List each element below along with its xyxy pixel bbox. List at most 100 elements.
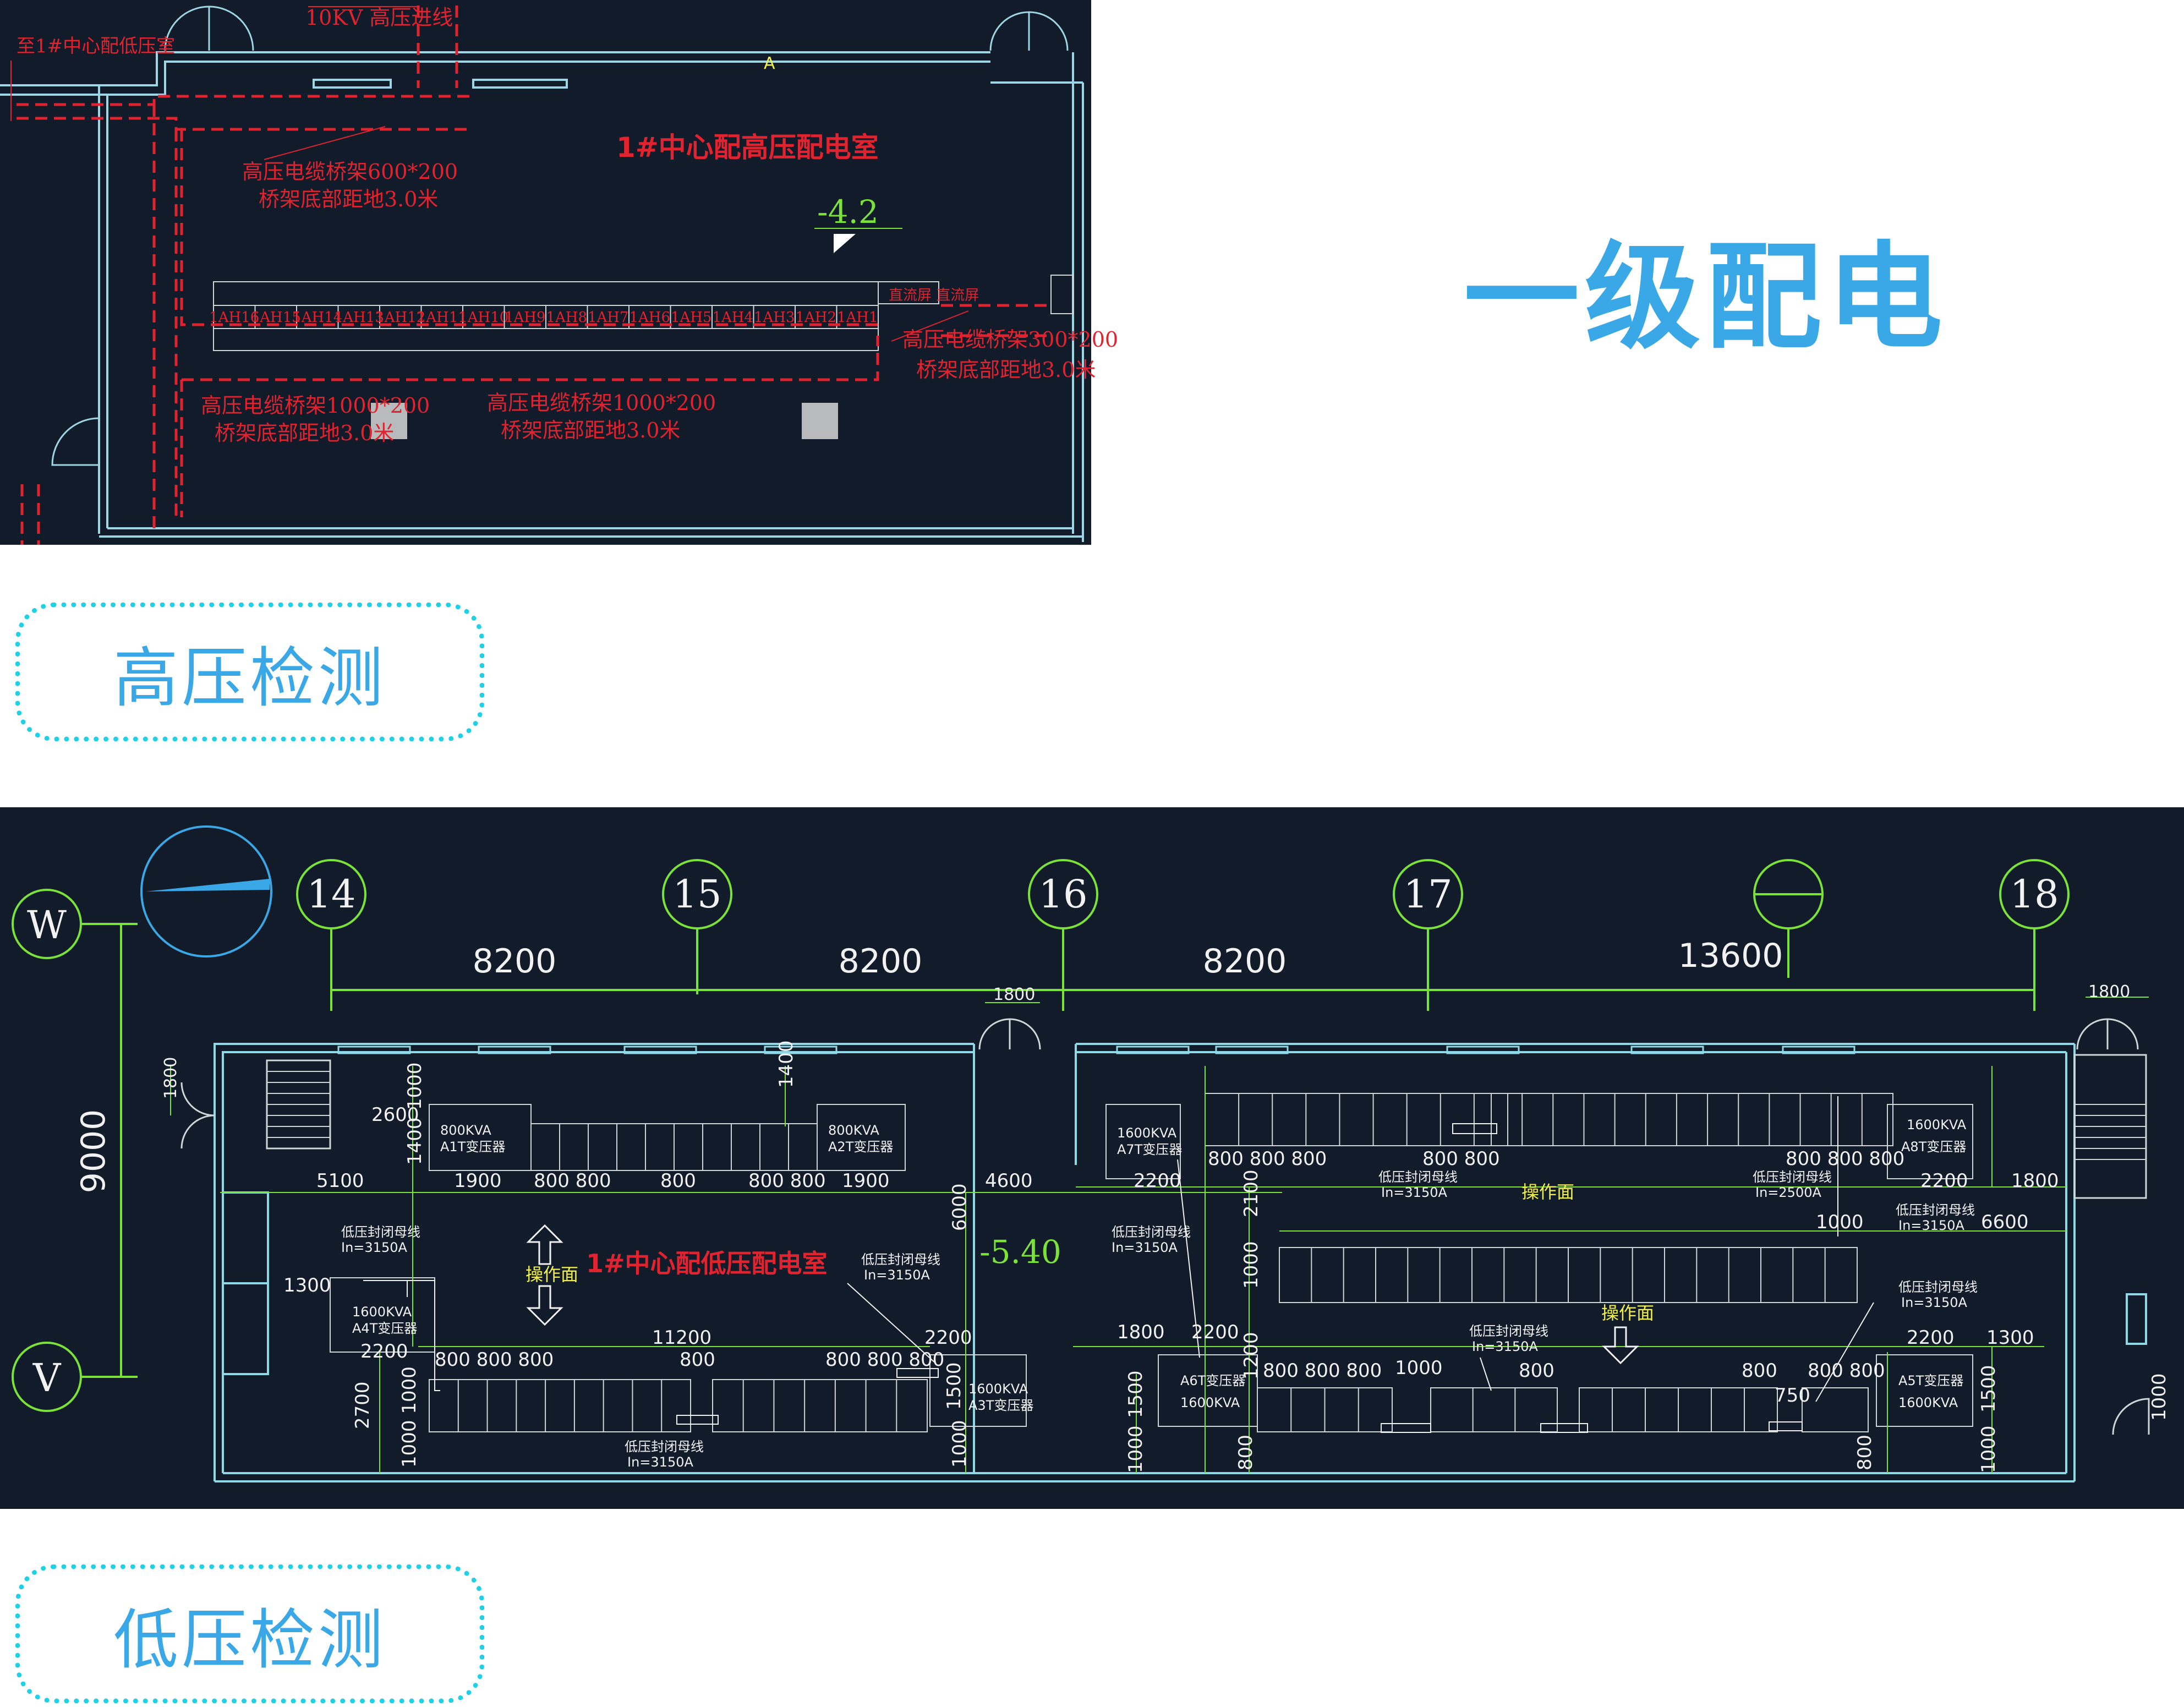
hv-tray4-line2: 桥架底部距地3.0米 bbox=[501, 418, 680, 442]
hv-cabinet-label: 1AH9 bbox=[505, 309, 546, 326]
hv-cabinet-label: 1AH8 bbox=[546, 309, 587, 326]
hv-cabinet-label: 1AH1 bbox=[837, 309, 878, 326]
dim-800-d: 800 bbox=[1742, 1360, 1777, 1382]
bus-b8-line2: In=3150A bbox=[1901, 1295, 1967, 1310]
hv-tray2-line1: 高压电缆桥架300*200 bbox=[902, 327, 1118, 352]
span-16-17: 8200 bbox=[1203, 942, 1287, 981]
dim-1000-g: 1000 bbox=[1978, 1425, 2000, 1473]
operation-arrows bbox=[526, 1224, 1639, 1365]
dim-2200-c: 2200 bbox=[1134, 1170, 1181, 1192]
bus-b6-line1: 低压封闭母线 bbox=[1753, 1169, 1832, 1185]
axis-label-16: 16 bbox=[1038, 872, 1087, 917]
dim-800x2-a: 800 800 bbox=[534, 1170, 611, 1192]
dim-1500-c: 1500 bbox=[1978, 1365, 2000, 1413]
dim-1800-e: 1800 bbox=[1117, 1321, 1165, 1343]
lv-axis-labels: 14 15 16 17 18 W V 8200 8200 8200 13600 … bbox=[27, 872, 2059, 1400]
dim-5100: 5100 bbox=[316, 1170, 364, 1192]
dim-1000-e: 1000 bbox=[1395, 1357, 1443, 1379]
dim-800x3-e: 800 800 800 bbox=[1263, 1360, 1382, 1382]
op-face-3: 操作面 bbox=[1601, 1303, 1654, 1323]
transformer-labels: 800KVA A1T变压器 800KVA A2T变压器 1600KVA A4T变… bbox=[352, 1117, 1967, 1413]
dim-1500-b: 1500 bbox=[1125, 1370, 1147, 1418]
bus-b6-line2: In=2500A bbox=[1755, 1185, 1821, 1200]
hv-label: 高压检测 bbox=[113, 639, 386, 716]
hv-marker-a: A bbox=[764, 54, 775, 73]
lv-label: 低压检测 bbox=[113, 1601, 386, 1678]
hv-tray4-line1: 高压电缆桥架1000*200 bbox=[487, 391, 716, 415]
dim-1200: 1200 bbox=[1240, 1332, 1262, 1380]
bus-b8-line1: 低压封闭母线 bbox=[1898, 1279, 1978, 1295]
hv-leaders bbox=[10, 6, 969, 342]
hv-tray3-line2: 桥架底部距地3.0米 bbox=[215, 421, 394, 445]
busway-labels: 低压封闭母线 In=3150A 低压封闭母线 In=3150A 低压封闭母线 I… bbox=[341, 1169, 1978, 1470]
span-17-18: 13600 bbox=[1678, 937, 1783, 975]
lv-cabinet-cells bbox=[457, 1093, 1863, 1432]
dim-2100: 2100 bbox=[1240, 1169, 1262, 1217]
hv-cabinet-label: 1AH16 bbox=[209, 309, 259, 326]
dim-11200: 11200 bbox=[652, 1327, 711, 1349]
tf-a6-line1: A6T变压器 bbox=[1180, 1373, 1245, 1388]
dim-2200-d: 2200 bbox=[1920, 1170, 1968, 1192]
dim-1000-b: 1000 bbox=[949, 1420, 971, 1468]
compass-needle-icon bbox=[146, 879, 270, 891]
dim-2700: 2700 bbox=[352, 1381, 374, 1429]
bus-b4-line1: 低压封闭母线 bbox=[1112, 1224, 1191, 1240]
dim-2200-e: 2200 bbox=[1191, 1321, 1239, 1343]
dim-4600: 4600 bbox=[985, 1170, 1033, 1192]
dim-1900-a: 1900 bbox=[454, 1170, 502, 1192]
dim-1000-a1: 1000 bbox=[404, 1062, 426, 1110]
tf-a1-line1: 800KVA bbox=[440, 1123, 491, 1138]
tf-a2-line2: A2T变压器 bbox=[828, 1139, 893, 1155]
dim-1300-b: 1300 bbox=[1986, 1327, 2034, 1349]
hv-cable-trays bbox=[17, 6, 1051, 545]
bus-b3-line1: 低压封闭母线 bbox=[625, 1439, 704, 1454]
dim-1800-d: 1800 bbox=[2011, 1170, 2059, 1192]
dim-800x3-b: 800 800 800 bbox=[825, 1349, 944, 1371]
axis-grid bbox=[12, 859, 2070, 1412]
hv-cabinet-label: 1AH7 bbox=[588, 309, 629, 326]
dim-750: 750 bbox=[1775, 1385, 1810, 1407]
dim-2200-b: 2200 bbox=[924, 1327, 972, 1349]
dim-1000-c: 1000 bbox=[1816, 1211, 1864, 1233]
tf-a8-line2: A8T变压器 bbox=[1901, 1139, 1966, 1155]
hv-incoming-label: 10KV 高压进线 bbox=[305, 6, 453, 30]
op-face-2: 操作面 bbox=[1521, 1181, 1574, 1202]
bus-b5-line2: In=3150A bbox=[1381, 1185, 1447, 1200]
hv-tray1-line1: 高压电缆桥架600*200 bbox=[242, 160, 458, 184]
dim-800-e: 800 bbox=[1235, 1435, 1257, 1470]
dim-1000x2: 1000 1000 bbox=[398, 1366, 420, 1468]
bus-b5-line1: 低压封闭母线 bbox=[1378, 1169, 1458, 1185]
span-15-16: 8200 bbox=[839, 942, 923, 981]
dim-1400-b: 1400 bbox=[775, 1040, 797, 1088]
dim-800-a: 800 bbox=[660, 1170, 696, 1192]
hv-cabinet-label: 1AH13 bbox=[334, 309, 384, 326]
tf-a1-line2: A1T变压器 bbox=[440, 1139, 505, 1155]
lv-level-text: -5.40 bbox=[979, 1233, 1061, 1271]
axis-label-14: 14 bbox=[306, 872, 355, 917]
hv-cabinet-label: 1AH5 bbox=[671, 309, 712, 326]
compass-icon bbox=[140, 825, 272, 958]
lv-drawing-panel: 14 15 16 17 18 W V 8200 8200 8200 13600 … bbox=[0, 807, 2184, 1509]
hv-pillar-1 bbox=[371, 403, 407, 439]
dim-1800-left: 1800 bbox=[161, 1057, 180, 1099]
tf-a7-line2: A7T变压器 bbox=[1117, 1142, 1182, 1157]
lv-label-pill: 低压检测 bbox=[15, 1564, 484, 1703]
bus-b1-line1: 低压封闭母线 bbox=[341, 1224, 420, 1240]
hv-tray2-line2: 桥架底部距地3.0米 bbox=[916, 358, 1096, 382]
tf-a4-line2: A4T变压器 bbox=[352, 1321, 417, 1336]
dim-2600: 2600 bbox=[371, 1104, 419, 1126]
hv-walls bbox=[0, 51, 1084, 542]
dim-800-b: 800 bbox=[680, 1349, 715, 1371]
lv-dimension-lines bbox=[170, 997, 2149, 1473]
hv-cabinet-label: 1AH2 bbox=[795, 309, 836, 326]
bus-b4-line2: In=3150A bbox=[1112, 1240, 1178, 1255]
op-face-1: 操作面 bbox=[526, 1264, 578, 1285]
hv-pillar-2 bbox=[802, 403, 838, 439]
lv-busway-leaders bbox=[363, 1096, 1874, 1433]
dimension-labels: 1800 1800 1800 2600 1000 1400 1400 5100 … bbox=[161, 982, 2170, 1473]
page-title: 一级配电 bbox=[1464, 230, 1948, 365]
span-14-15: 8200 bbox=[473, 942, 557, 981]
hv-tray3-line1: 高压电缆桥架1000*200 bbox=[201, 393, 430, 418]
